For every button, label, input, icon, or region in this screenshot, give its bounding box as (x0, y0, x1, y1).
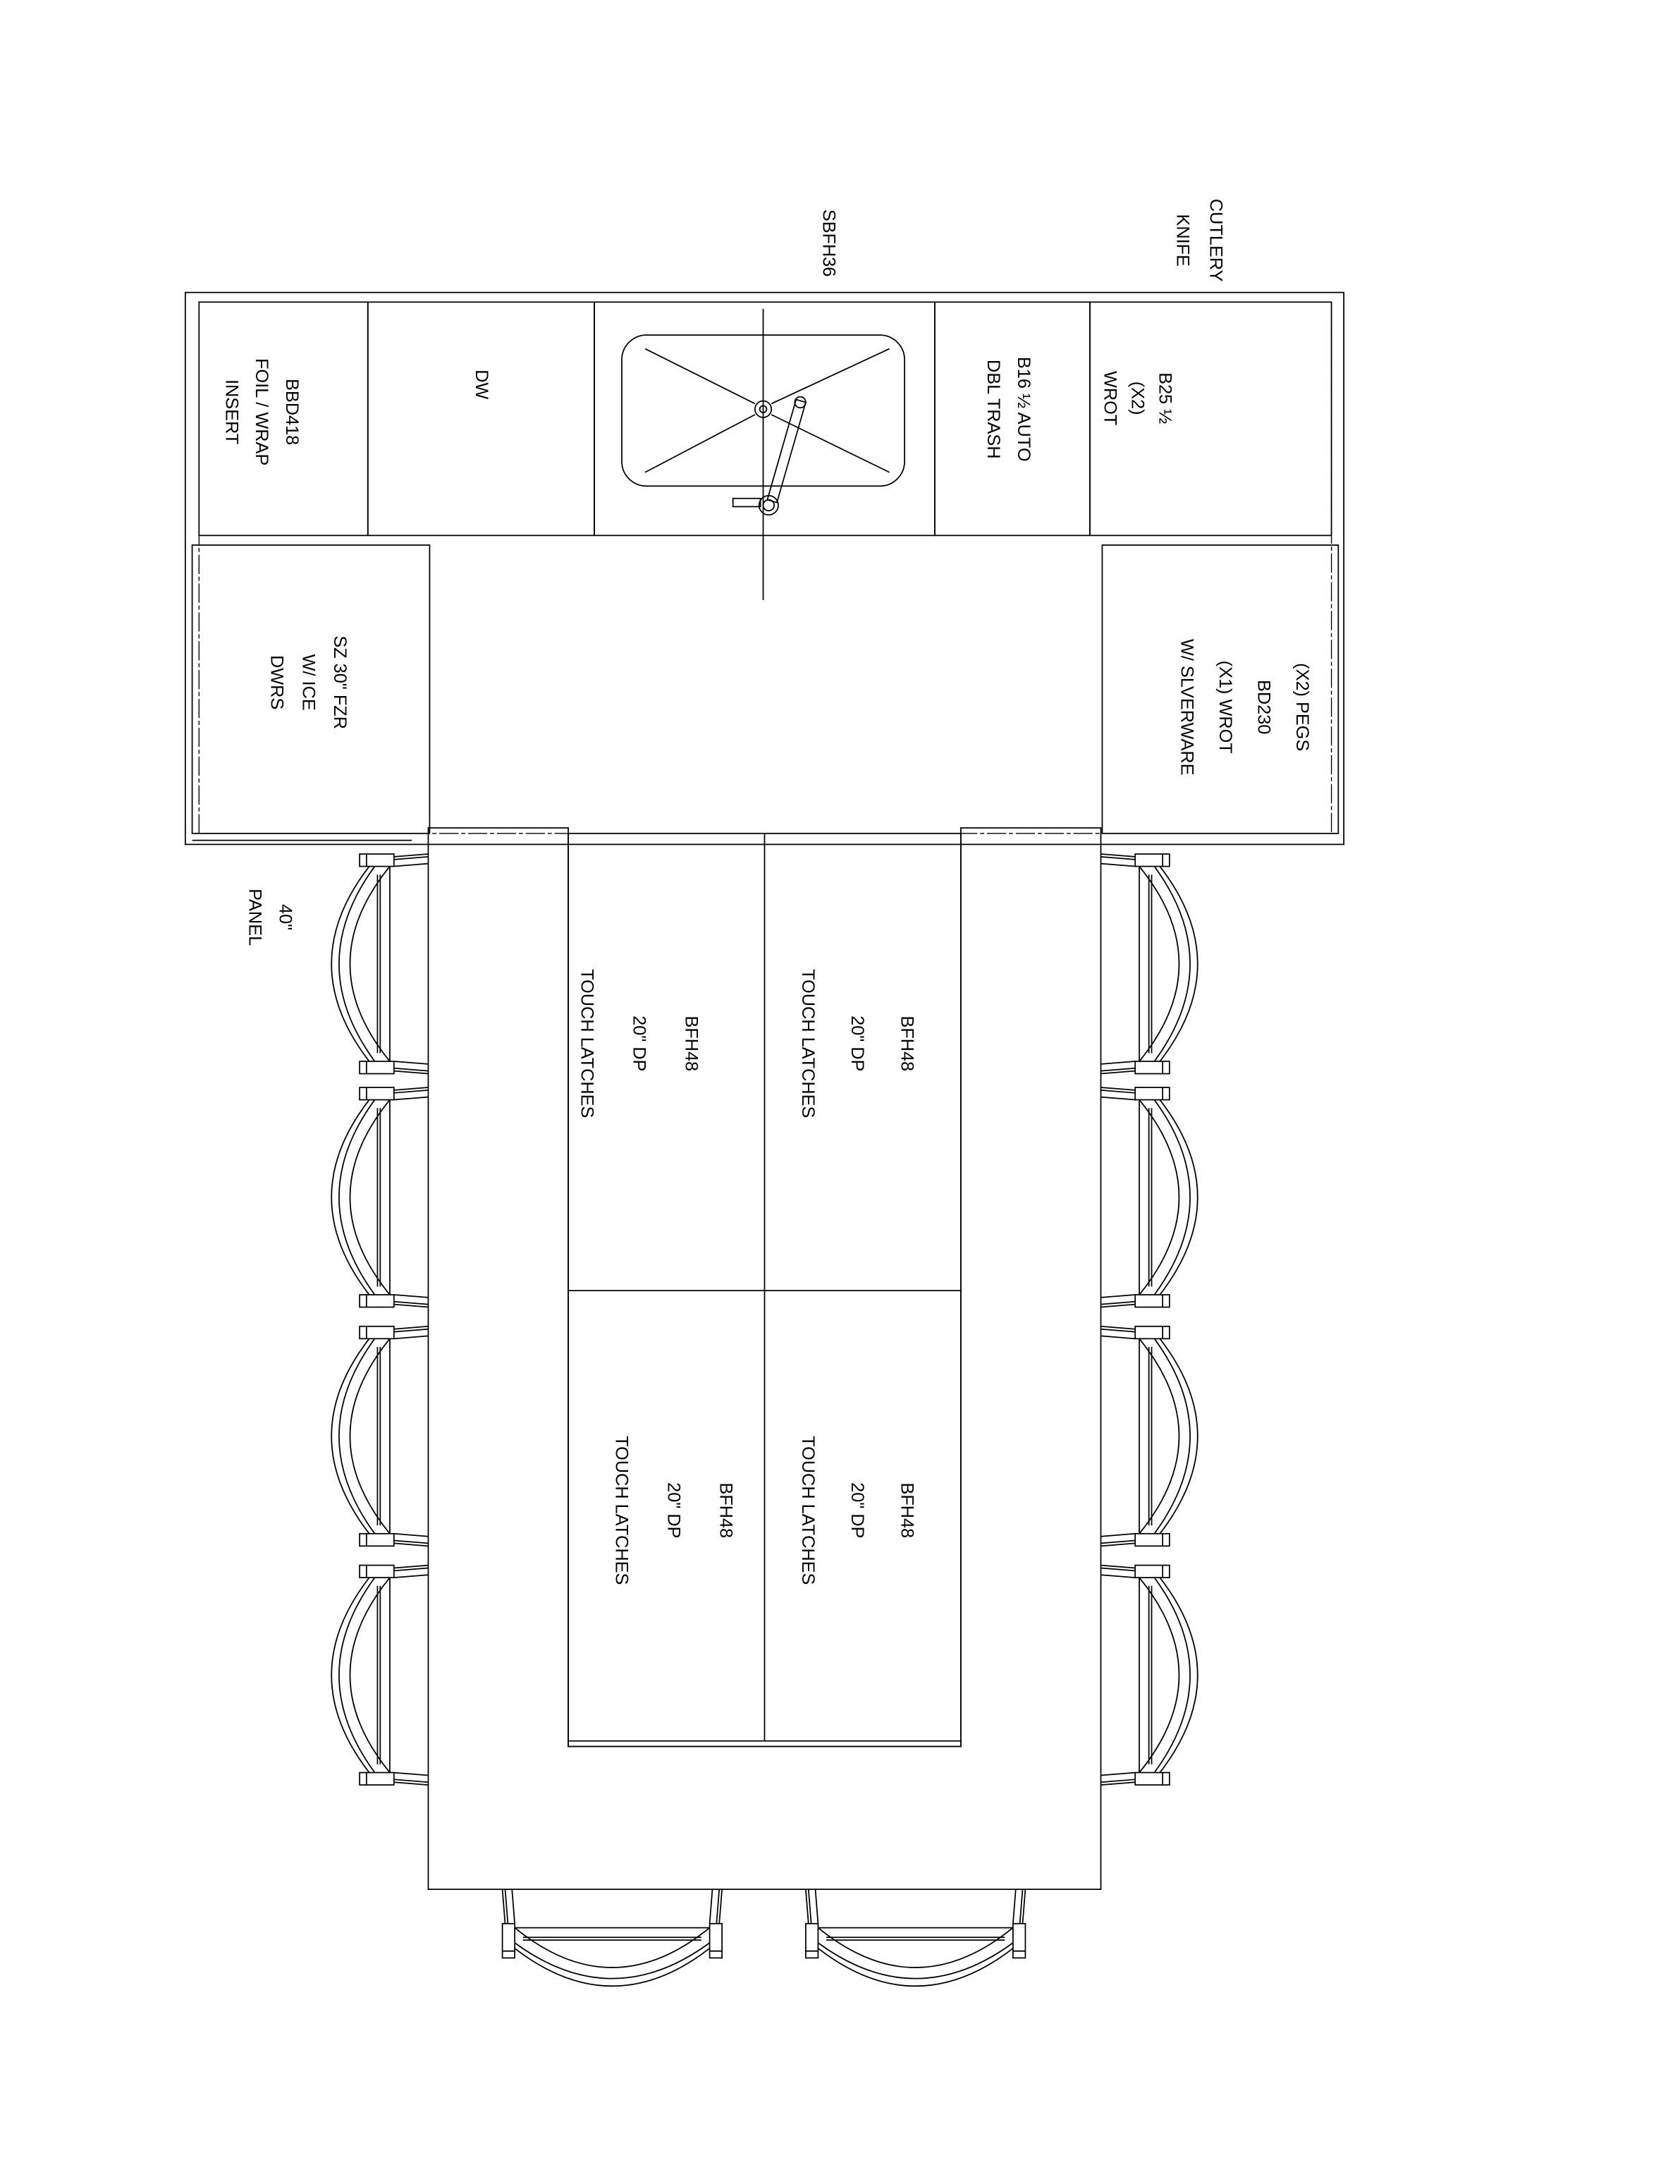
label-line: DW (472, 370, 491, 399)
label-line: BFH48 (716, 1482, 735, 1538)
label-line: BFH48 (897, 1015, 916, 1071)
label-line: (X1) WROT (1215, 661, 1235, 754)
label-dishwasher: DW (472, 370, 491, 399)
label-line: BBD418 (282, 379, 302, 445)
label-line: CUTLERY (1206, 199, 1225, 282)
label-line: BFH48 (682, 1015, 701, 1071)
faucet-icon (732, 396, 807, 516)
cabinet-b25 (1089, 301, 1332, 537)
chair-icon (501, 1889, 723, 1987)
label-line: TOUCH LATCHES (611, 1436, 631, 1585)
label-bbd418: BBD418 FOIL / WRAP INSERT (221, 358, 302, 465)
label-line: W/ SLVERWARE (1177, 639, 1197, 776)
label-line: (X2) PEGS (1292, 663, 1312, 751)
label-sink-base: SBFH36 (818, 209, 838, 277)
label-island-bottom-right: BFH48 20" DP TOUCH LATCHES (798, 1436, 916, 1585)
label-line: TOUCH LATCHES (798, 969, 818, 1118)
label-line: TOUCH LATCHES (798, 1436, 818, 1585)
cabinet-sink-base (594, 301, 936, 537)
label-line: BD230 (1254, 680, 1274, 734)
label-line: FOIL / WRAP (252, 358, 271, 465)
label-line: KNIFE (1173, 214, 1193, 267)
label-line: 40" (275, 904, 295, 930)
chair-icon (331, 853, 429, 1075)
label-line: DBL TRASH (983, 360, 1003, 459)
cabinet-bd230 (1101, 544, 1339, 834)
label-island-bottom-left: BFH48 20" DP TOUCH LATCHES (611, 1436, 735, 1585)
cabinet-freezer (191, 544, 431, 834)
chair-icon (1100, 853, 1198, 1075)
label-b16-trash: B16 ½ AUTO DBL TRASH (983, 357, 1034, 462)
label-line: (X2) (1127, 382, 1147, 415)
chair-icon (1100, 1564, 1198, 1786)
cabinet-dishwasher (367, 301, 595, 537)
label-panel: 40" PANEL (245, 889, 295, 946)
chair-icon (331, 1325, 429, 1547)
label-b25: B25 ½ (X2) WROT (1100, 371, 1175, 425)
label-line: W/ ICE (298, 654, 318, 711)
label-line: B16 ½ AUTO (1014, 357, 1034, 462)
island (427, 827, 1102, 1890)
label-line: TOUCH LATCHES (577, 969, 597, 1118)
label-line: 20" DP (847, 1482, 867, 1538)
label-line: 20" DP (663, 1482, 683, 1538)
label-line: PANEL (245, 889, 265, 946)
label-cutlery-knife: CUTLERY KNIFE (1173, 199, 1226, 282)
label-line: BFH48 (897, 1482, 916, 1538)
label-line: WROT (1100, 371, 1120, 425)
label-line: B25 ½ (1155, 372, 1175, 424)
label-line: SBFH36 (818, 209, 838, 277)
chair-icon (1100, 1087, 1198, 1308)
label-island-top-right: BFH48 20" DP TOUCH LATCHES (798, 969, 916, 1118)
label-line: INSERT (221, 379, 241, 444)
label-island-top-left: BFH48 20" DP TOUCH LATCHES (577, 969, 701, 1118)
sink-icon (621, 309, 905, 600)
chair-icon (331, 1087, 429, 1308)
label-line: DWRS (267, 655, 287, 709)
chair-icon (331, 1564, 429, 1786)
label-line: SZ 30" FZR (330, 635, 350, 729)
label-line: 20" DP (847, 1015, 867, 1071)
chair-icon (805, 1889, 1026, 1987)
label-bd230: (X2) PEGS BD230 (X1) WROT W/ SLVERWARE (1177, 639, 1313, 776)
chair-icon (1100, 1325, 1198, 1547)
label-freezer: SZ 30" FZR W/ ICE DWRS (267, 635, 350, 729)
cabinet-b16-trash (934, 301, 1091, 537)
label-line: 20" DP (630, 1015, 649, 1071)
